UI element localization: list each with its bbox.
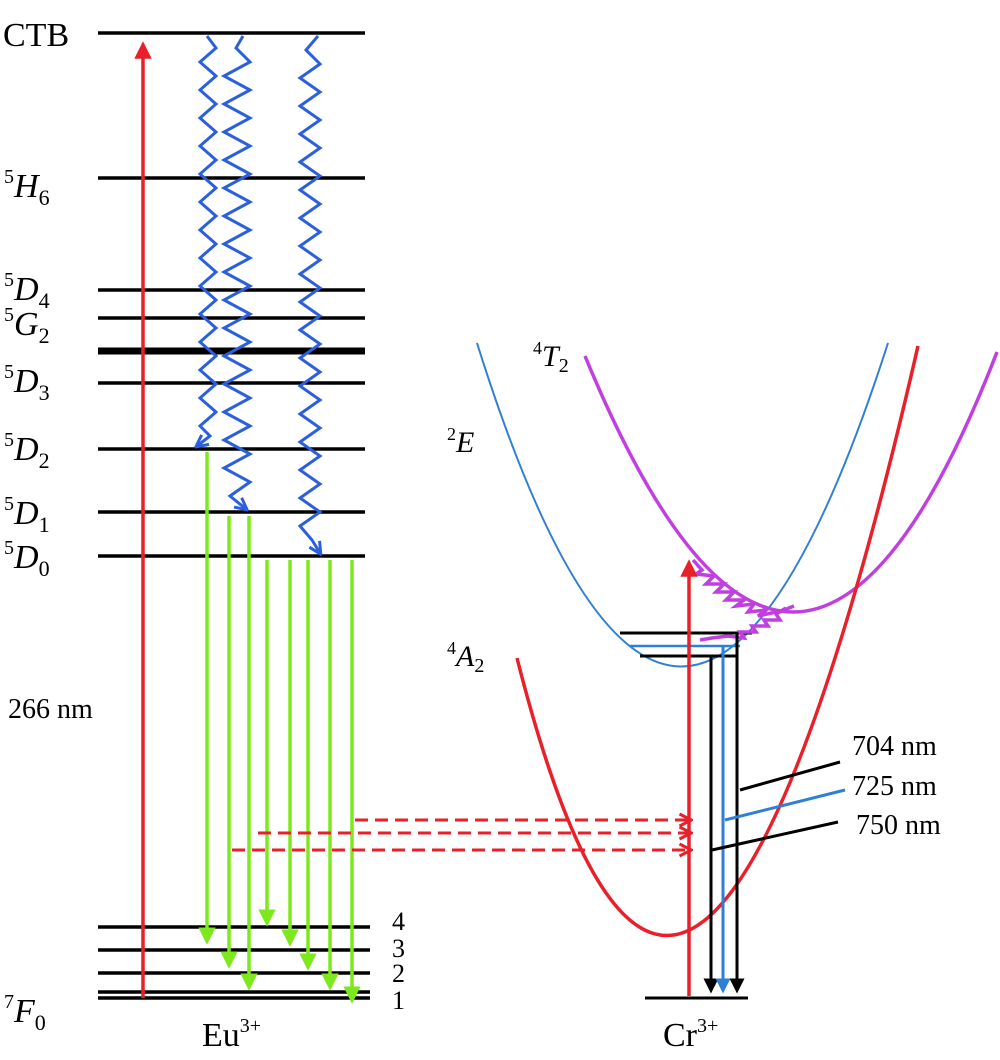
emission-704-label: 704 nm — [852, 731, 937, 762]
eu-ion-label: Eu3+ — [202, 1015, 261, 1054]
d0-label: 5D0 — [4, 537, 50, 581]
leader-704 — [739, 760, 841, 792]
e-potential-curve — [476, 342, 889, 668]
d2-label: 5D2 — [4, 429, 50, 473]
f0-label: 7F0 — [4, 991, 46, 1035]
g2-label: 5G2 — [4, 304, 50, 348]
t2-potential-curve — [583, 351, 999, 614]
t2-label: 4T2 — [533, 338, 569, 377]
f-sublevel-2-label: 2 — [392, 959, 405, 988]
nonradiative-relaxation-arrows — [197, 35, 323, 553]
relaxation-arrow-to-d0 — [297, 35, 323, 553]
cr-nonradiative-relaxation — [691, 558, 795, 642]
energy-transfer-arrows — [232, 820, 690, 850]
f-sublevel-1-label: 1 — [392, 986, 405, 1015]
a2-label: 4A2 — [447, 638, 484, 677]
d4-label: 5D4 — [4, 269, 50, 313]
h6-label: 5H6 — [4, 166, 50, 210]
cr-ion-label: Cr3+ — [663, 1015, 718, 1054]
f-sublevel-3-label: 3 — [392, 934, 405, 963]
d1-label: 5D1 — [4, 493, 50, 537]
relaxation-arrow-to-d2 — [197, 35, 219, 446]
cr-emission-arrows — [703, 633, 745, 994]
emission-750-label: 750 nm — [856, 810, 941, 841]
t2-to-e-crossing-wave — [699, 606, 787, 642]
cr-labels: 4T2 2E 4A2 704 nm 725 nm 750 nm Cr3+ — [447, 338, 941, 1054]
leader-750 — [711, 820, 839, 852]
cr-potential-curves — [476, 342, 999, 938]
d3-label: 5D3 — [4, 361, 50, 405]
wavelength-leader-lines — [711, 760, 846, 852]
emission-725-label: 725 nm — [852, 771, 937, 802]
excitation-wavelength-label: 266 nm — [8, 694, 93, 725]
e-label: 2E — [447, 424, 474, 459]
f-sublevel-4-label: 4 — [392, 907, 405, 936]
t2-relaxation-wave — [691, 558, 795, 618]
leader-725 — [724, 788, 846, 822]
eu-emission-arrows — [198, 452, 361, 1004]
relaxation-arrow-to-d1 — [220, 35, 254, 509]
ctb-label: CTB — [3, 17, 69, 54]
eu-level-labels: CTB 5H6 5D4 5G2 5D3 5D2 5D1 5D0 7F0 266 … — [3, 17, 405, 1054]
a2-potential-curve — [515, 345, 920, 938]
cr-energy-levels — [620, 631, 752, 1000]
